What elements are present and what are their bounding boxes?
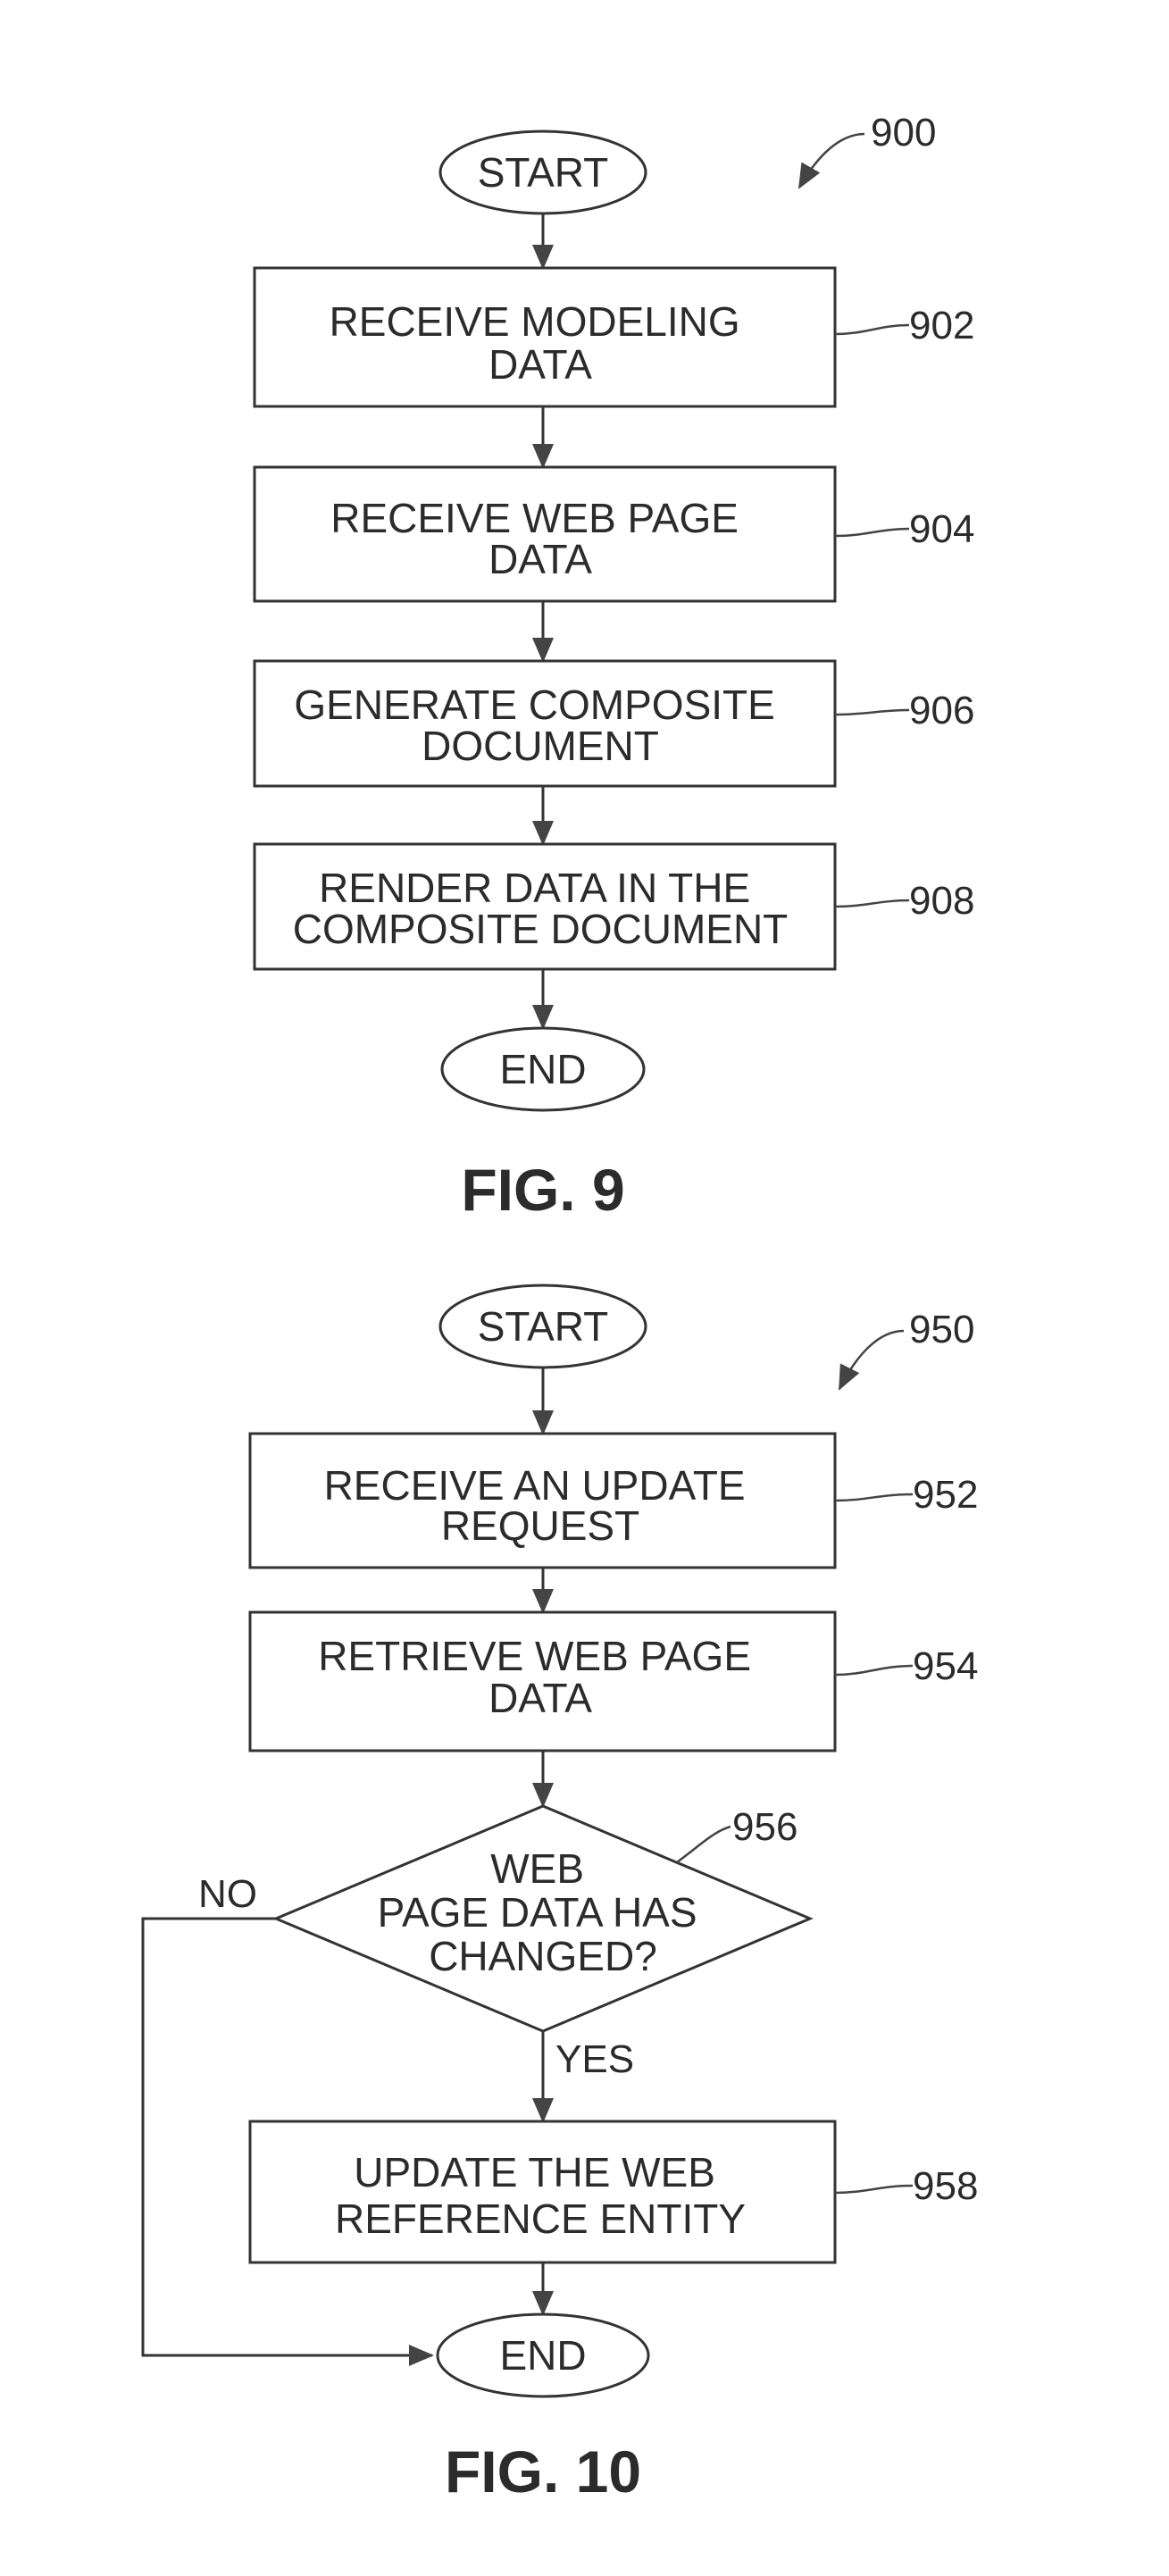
fig10-decision-956-lead	[676, 1825, 731, 1864]
fig9-caption: FIG. 9	[461, 1157, 624, 1223]
fig9-step-906-box	[253, 659, 837, 788]
fig9-step-904-box	[253, 465, 837, 603]
fig9-ref-arrow	[797, 132, 865, 189]
fig9-step-908-text: RENDER DATA IN THE COMPOSITE DOCUMENT	[293, 865, 789, 952]
fig10-diagram: 950 START RECEIVE AN UPDATE REQUEST 952 …	[141, 1284, 978, 2505]
fig9-step-904-ref: 904	[909, 507, 974, 551]
fig10-decision-no-label: NO	[198, 1872, 257, 1916]
fig9-step-904-lead	[834, 527, 910, 538]
fig10-step-958-ref: 958	[913, 2164, 978, 2208]
fig9-step-902-lead	[834, 323, 910, 336]
fig10-caption: FIG. 10	[445, 2438, 641, 2505]
fig9-step-906-lead	[834, 708, 910, 716]
fig9-step-902-text: RECEIVE MODELING DATA	[330, 298, 752, 388]
fig9-start-label: START	[478, 149, 609, 196]
fig10-decision-956-ref: 956	[732, 1805, 797, 1849]
fig10-end-label: END	[499, 2332, 586, 2379]
fig10-step-952-ref: 952	[913, 1473, 978, 1517]
fig9-step-906-text: GENERATE COMPOSITE DOCUMENT	[294, 682, 786, 769]
fig10-ref-arrow	[838, 1329, 905, 1391]
fig9-diagram: 900 START RECEIVE MODELING DATA 902 RECE…	[253, 111, 974, 1223]
fig10-step-958-box	[248, 2120, 837, 2264]
fig10-step-952-text: RECEIVE AN UPDATE REQUEST	[324, 1462, 757, 1549]
fig10-decision-yes-label: YES	[555, 2037, 634, 2081]
fig9-step-908-box	[253, 842, 837, 971]
fig9-step-902-ref: 902	[909, 304, 974, 347]
fig10-step-954-box	[248, 1610, 837, 1752]
fig10-step-954-text: RETRIEVE WEB PAGE DATA	[318, 1633, 763, 1721]
fig9-step-902-box	[253, 266, 837, 408]
fig9-step-908-ref: 908	[909, 879, 974, 923]
fig9-step-904-text: RECEIVE WEB PAGE DATA	[330, 495, 749, 582]
fig10-start-label: START	[478, 1303, 609, 1350]
fig10-ref-label: 950	[909, 1308, 974, 1351]
fig9-ref-label: 900	[871, 111, 936, 155]
fig10-step-954-ref: 954	[913, 1644, 978, 1688]
fig10-step-958-lead	[834, 2184, 914, 2195]
fig10-no-branch-connector	[141, 1917, 434, 2366]
fig10-decision-956-text: WEB PAGE DATA HAS CHANGED?	[378, 1845, 709, 1979]
fig10-step-958-text: UPDATE THE WEB REFERENCE ENTITY	[335, 2149, 746, 2242]
fig9-step-906-ref: 906	[909, 689, 974, 732]
fig9-step-908-lead	[834, 899, 910, 908]
fig9-end-terminal	[440, 1026, 646, 1112]
fig10-end-terminal	[436, 2313, 650, 2398]
fig10-step-952-lead	[834, 1493, 914, 1502]
fig10-step-954-lead	[834, 1664, 914, 1677]
fig9-end-label: END	[499, 1046, 586, 1092]
fig10-step-952-box	[248, 1432, 837, 1569]
